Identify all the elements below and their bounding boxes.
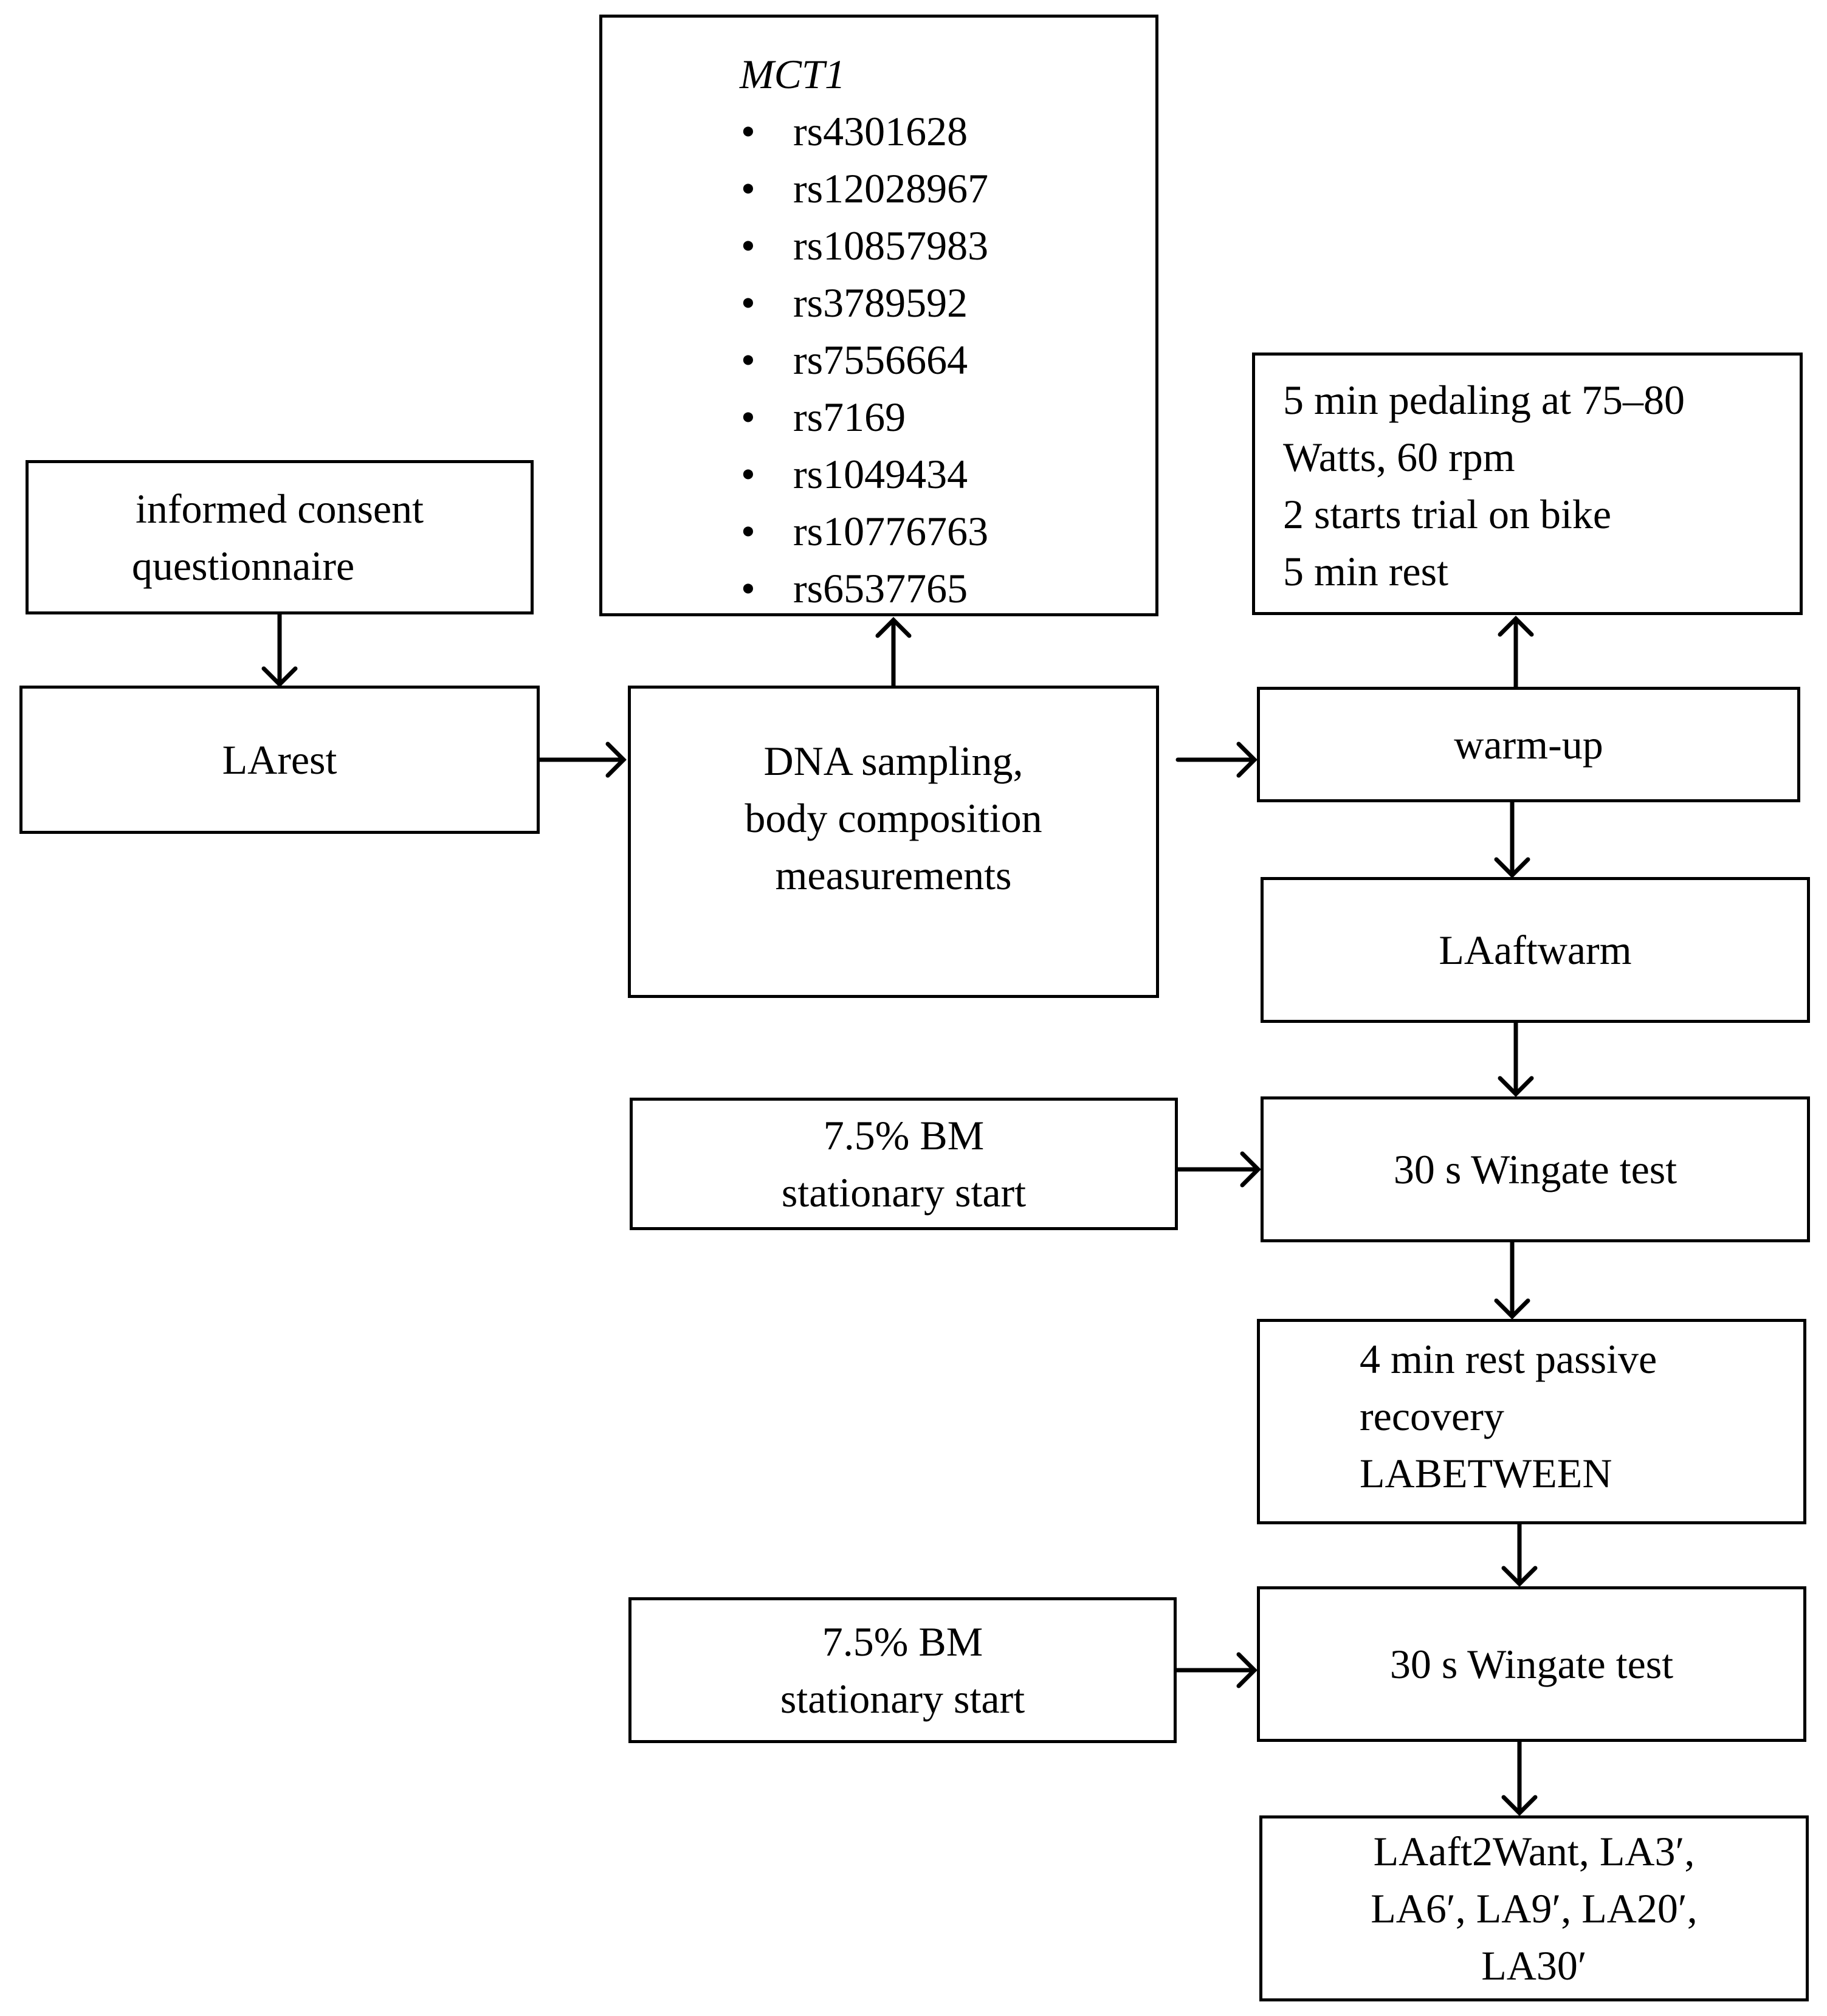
- dna-sampling-box: DNA sampling, body composition measureme…: [628, 686, 1159, 998]
- snp-label: rs10776763: [793, 507, 989, 554]
- wingate-2-label: 30 s Wingate test: [1389, 1641, 1674, 1687]
- final-line-1: LAaft2Want, LA3′,: [1373, 1828, 1695, 1874]
- warmup-detail-line-1: 5 min pedaling at 75–80: [1283, 377, 1685, 423]
- consent-line-1: informed consent: [136, 486, 424, 532]
- snp-item: • rs4301628: [741, 103, 988, 160]
- consent-box: informed consent questionnaire: [26, 460, 534, 614]
- final-line-3: LA30′: [1481, 1942, 1587, 1989]
- snp-label: rs12028967: [793, 165, 989, 212]
- recovery-line-1: 4 min rest passive: [1360, 1336, 1657, 1382]
- wingate-test-box-2: 30 s Wingate test: [1257, 1586, 1806, 1742]
- final-line-2: LA6′, LA9′, LA20′,: [1371, 1885, 1698, 1932]
- snp-label: rs3789592: [793, 279, 968, 326]
- snp-item: • rs7556664: [741, 331, 988, 388]
- snp-item: • rs10776763: [741, 503, 988, 560]
- warmup-detail-line-4: 5 min rest: [1283, 548, 1448, 594]
- snp-list: • rs4301628 • rs12028967 • rs10857983 • rs37…: [741, 103, 988, 617]
- snp-item: • rs7169: [741, 388, 988, 446]
- load-1-line-1: 7.5% BM: [823, 1112, 985, 1158]
- snp-label: rs7556664: [793, 336, 968, 383]
- load-2-line-1: 7.5% BM: [822, 1619, 983, 1665]
- dna-line-1: DNA sampling,: [763, 738, 1024, 784]
- snp-label: rs7169: [793, 393, 906, 440]
- recovery-line-3: LABETWEEN: [1360, 1450, 1612, 1496]
- arrow-dna-to-snps: [875, 617, 912, 688]
- warmup-details-box: 5 min pedaling at 75–80 Watts, 60 rpm 2 …: [1252, 353, 1803, 615]
- warmup-detail-line-3: 2 starts trial on bike: [1283, 491, 1612, 537]
- snp-item: • rs3789592: [741, 274, 988, 331]
- mct1-gene-title: MCT1: [740, 51, 845, 97]
- mct1-snp-box: MCT1 • rs4301628 • rs12028967 • rs10857983 …: [599, 15, 1158, 616]
- laaftwarm-box: LAaftwarm: [1261, 877, 1810, 1023]
- arrow-wingate-2-to-final: [1501, 1739, 1538, 1816]
- snp-label: rs1049434: [793, 450, 968, 497]
- warmup-box: warm-up: [1257, 687, 1800, 802]
- dna-line-2: body composition: [745, 795, 1042, 841]
- wingate-test-box-1: 30 s Wingate test: [1261, 1096, 1810, 1242]
- snp-item: • rs10857983: [741, 217, 988, 274]
- warmup-label: warm-up: [1454, 721, 1603, 768]
- arrow-consent-to-larest: [261, 612, 298, 687]
- arrow-dna-to-warmup: [1175, 741, 1258, 778]
- bullet-icon: •: [741, 336, 755, 383]
- arrow-warmup-to-laaftwarm: [1494, 800, 1530, 878]
- arrow-laaftwarm-to-wingate-1: [1498, 1020, 1534, 1097]
- arrow-load-1-to-wingate-1: [1175, 1151, 1261, 1188]
- warmup-detail-line-2: Watts, 60 rpm: [1283, 434, 1515, 480]
- bullet-icon: •: [741, 165, 755, 212]
- snp-label: rs6537765: [793, 565, 968, 611]
- bullet-icon: •: [741, 393, 755, 440]
- bullet-icon: •: [741, 450, 755, 497]
- snp-item: • rs12028967: [741, 160, 988, 217]
- arrow-recovery-to-wingate-2: [1501, 1522, 1538, 1587]
- bullet-icon: •: [741, 507, 755, 554]
- bullet-icon: •: [741, 108, 755, 154]
- snp-item: • rs6537765: [741, 560, 988, 617]
- laaftwarm-label: LAaftwarm: [1439, 927, 1632, 973]
- load-box-1: 7.5% BM stationary start: [630, 1098, 1178, 1230]
- dna-line-3: measurements: [775, 852, 1012, 898]
- arrow-load-2-to-wingate-2: [1174, 1652, 1258, 1688]
- bullet-icon: •: [741, 279, 755, 326]
- load-box-2: 7.5% BM stationary start: [628, 1597, 1177, 1743]
- lactate-measurements-box: LAaft2Want, LA3′, LA6′, LA9′, LA20′, LA3…: [1259, 1815, 1809, 2001]
- bullet-icon: •: [741, 565, 755, 611]
- arrow-larest-to-dna: [537, 741, 627, 778]
- consent-line-2: questionnaire: [131, 543, 355, 589]
- snp-label: rs10857983: [793, 222, 989, 269]
- bullet-icon: •: [741, 222, 755, 269]
- larest-label: LArest: [222, 737, 337, 783]
- arrow-warmup-to-details: [1498, 616, 1534, 689]
- snp-item: • rs1049434: [741, 446, 988, 503]
- snp-label: rs4301628: [793, 108, 968, 154]
- arrow-wingate-1-to-recovery: [1494, 1240, 1530, 1319]
- wingate-1-label: 30 s Wingate test: [1393, 1146, 1677, 1192]
- load-1-line-2: stationary start: [781, 1169, 1027, 1216]
- recovery-box: 4 min rest passive recovery LABETWEEN: [1257, 1319, 1806, 1524]
- load-2-line-2: stationary start: [780, 1676, 1025, 1722]
- recovery-line-2: recovery: [1360, 1393, 1504, 1439]
